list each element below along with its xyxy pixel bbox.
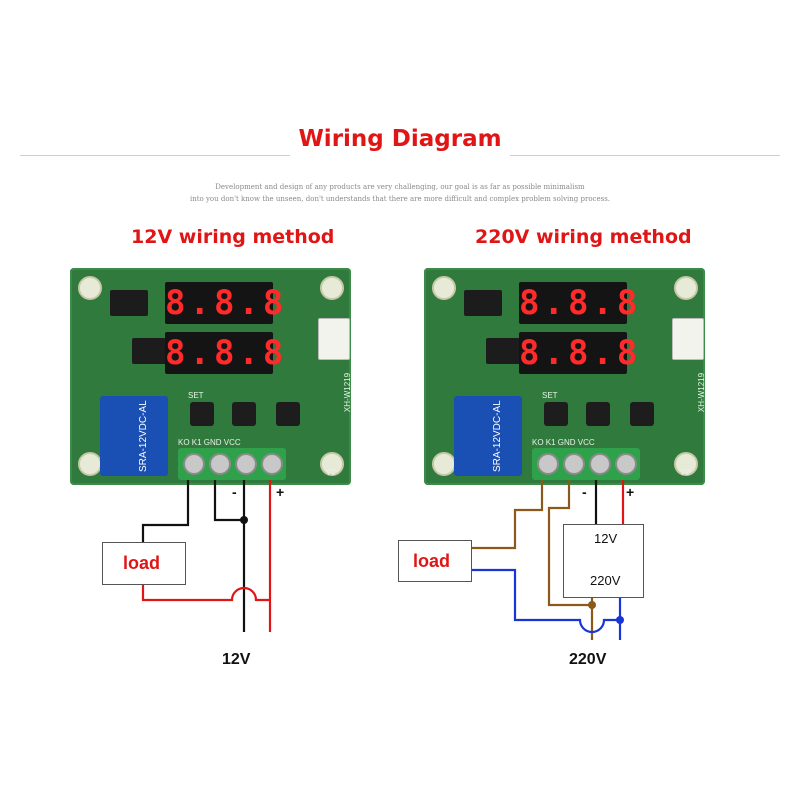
right-junction-dot-brown [588, 601, 596, 609]
sensor-connector [672, 318, 704, 360]
display-bottom: 8.8.8 [165, 332, 288, 374]
terminal-screw-k1 [209, 453, 231, 475]
up-button [276, 402, 300, 426]
left-thermostat-board: 8.8.8 8.8.8 SRA-12VDC-AL SET KO K1 GND V… [70, 268, 352, 485]
terminal-screw-gnd [589, 453, 611, 475]
power-supply-box: 12V 220V [563, 524, 644, 598]
up-button [630, 402, 654, 426]
psu-input-label: 220V [590, 573, 621, 588]
right-thermostat-board: 8.8.8 8.8.8 SRA-12VDC-AL SET KO K1 GND V… [424, 268, 706, 485]
right-junction-dot-blue [616, 616, 624, 624]
set-button [544, 402, 568, 426]
terminal-screw-k1 [563, 453, 585, 475]
down-button [586, 402, 610, 426]
terminal-screw-vcc [615, 453, 637, 475]
ic-chip [486, 338, 524, 364]
display-top-digits: 8.8.8 [165, 283, 288, 323]
left-wire-k1-to-gnd [213, 480, 244, 522]
terminal-screw-ko [183, 453, 205, 475]
title-rule-left [20, 155, 290, 156]
page-title: Wiring Diagram [298, 126, 502, 152]
right-wire-ko-to-load [470, 480, 544, 550]
set-button [190, 402, 214, 426]
tagline: Development and design of any products a… [150, 181, 650, 205]
display-top-digits: 8.8.8 [519, 283, 642, 323]
right-wire-k1 [547, 480, 592, 607]
display-bottom-digits: 8.8.8 [165, 333, 288, 373]
right-wire-load-to-blue [470, 568, 620, 634]
display-top: 8.8.8 [519, 282, 642, 324]
right-load-label: load [413, 551, 451, 571]
right-load-box: load [398, 540, 472, 582]
ic-chip [464, 290, 502, 316]
terminal-labels: KO K1 GND VCC [532, 438, 595, 447]
terminal-labels: KO K1 GND VCC [178, 438, 241, 447]
v2-label: V2 [680, 468, 690, 477]
mount-hole [432, 276, 456, 300]
terminal-screw-gnd [235, 453, 257, 475]
terminal-screw-ko [537, 453, 559, 475]
mount-hole [674, 452, 698, 476]
mount-hole [78, 276, 102, 300]
title-rule-right [510, 155, 780, 156]
left-load-label: load [123, 553, 161, 573]
right-supply-label: 220V [569, 651, 607, 668]
sensor-connector [318, 318, 350, 360]
set-label: SET [542, 391, 558, 400]
left-heading: 12V wiring method [131, 226, 335, 248]
tagline-line-1: Development and design of any products a… [215, 183, 585, 191]
left-supply-label: 12V [222, 651, 251, 668]
mount-hole [320, 452, 344, 476]
left-plus-sign: + [276, 484, 285, 500]
ic-chip [110, 290, 148, 316]
down-button [232, 402, 256, 426]
screw-terminal [178, 448, 286, 480]
left-wire-ko-to-load [141, 480, 190, 542]
left-minus-sign: - [232, 484, 237, 500]
left-load-box: load [102, 542, 186, 585]
display-top: 8.8.8 [165, 282, 288, 324]
left-junction-dot [240, 516, 248, 524]
display-bottom-digits: 8.8.8 [519, 333, 642, 373]
right-plus-sign: + [626, 484, 635, 500]
right-minus-sign: - [582, 484, 587, 500]
ic-chip [132, 338, 170, 364]
relay: SRA-12VDC-AL [100, 396, 168, 476]
v2-label: V2 [326, 468, 336, 477]
right-heading: 220V wiring method [475, 226, 692, 248]
set-label: SET [188, 391, 204, 400]
mount-hole [320, 276, 344, 300]
left-wire-load-to-vcc [141, 583, 270, 602]
tagline-line-2: into you don't know the unseen, don't un… [189, 195, 611, 203]
terminal-screw-vcc [261, 453, 283, 475]
mount-hole [674, 276, 698, 300]
psu-output-label: 12V [594, 531, 618, 546]
display-bottom: 8.8.8 [519, 332, 642, 374]
relay: SRA-12VDC-AL [454, 396, 522, 476]
screw-terminal [532, 448, 640, 480]
